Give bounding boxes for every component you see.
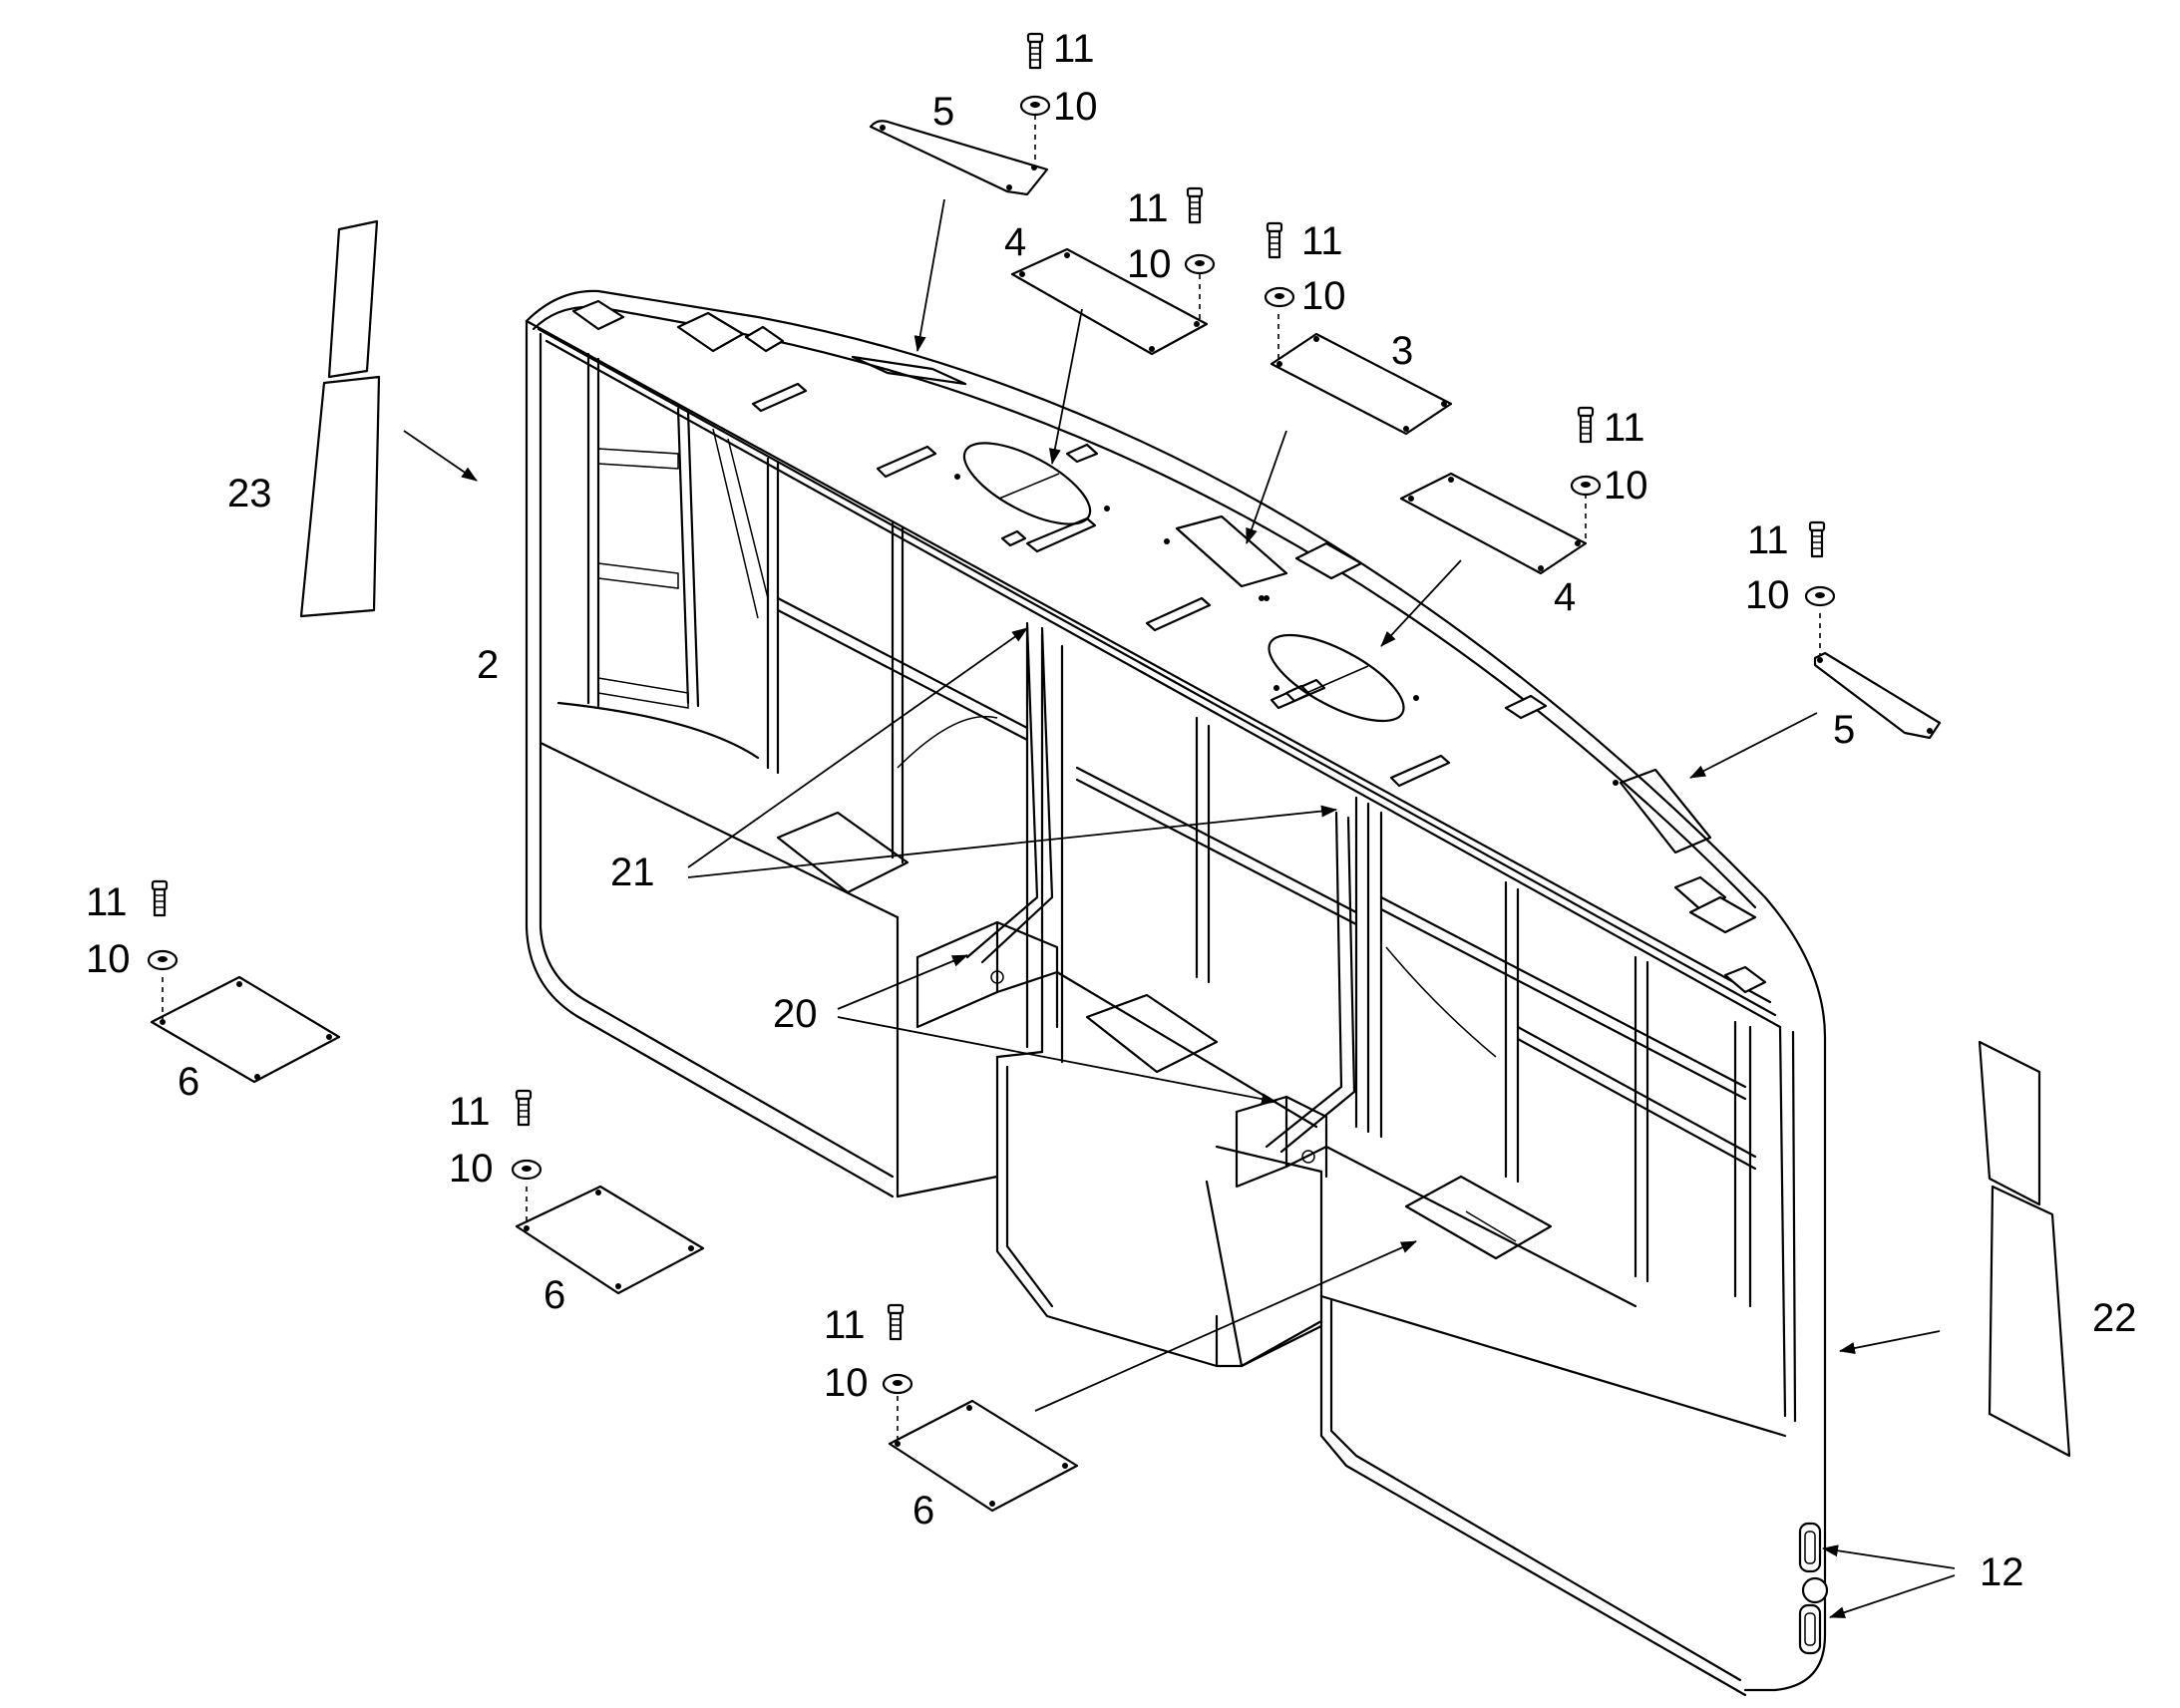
callout-11-g: 11	[449, 1090, 491, 1134]
callout-10-h: 10	[824, 1361, 869, 1405]
callout-10-c: 10	[1301, 274, 1346, 318]
callout-11-h: 11	[824, 1303, 866, 1347]
bolt-11-f	[151, 879, 169, 917]
callout-10-f: 10	[86, 937, 131, 981]
washer-10-c	[1264, 286, 1295, 308]
washer-10-h	[882, 1373, 913, 1395]
callout-23: 23	[227, 472, 272, 515]
bolt-11-h	[887, 1303, 905, 1341]
callout-6-middle: 6	[544, 1273, 565, 1317]
plate-5-top	[869, 115, 1049, 196]
callout-5-right: 5	[1833, 708, 1855, 752]
glass-panel-22	[1978, 1040, 2071, 1458]
plate-6-middle	[515, 1185, 705, 1295]
washer-10-g	[511, 1159, 543, 1181]
washer-10-f	[147, 949, 179, 971]
plate-3	[1270, 314, 1453, 436]
plate-6-bottom	[888, 1396, 1079, 1513]
callout-10-d: 10	[1604, 464, 1648, 508]
bolt-11-e	[1808, 520, 1826, 558]
leader-lines	[403, 198, 1956, 1618]
callout-11-d: 11	[1604, 406, 1645, 450]
bolt-11-b	[1186, 186, 1204, 224]
plate-4-upper	[1010, 247, 1209, 356]
plate-5-right	[1813, 613, 1942, 740]
cab-body	[525, 289, 1829, 1697]
bolt-11-a	[1026, 32, 1044, 70]
callout-10-b: 10	[1127, 242, 1172, 286]
callout-11-f: 11	[86, 880, 128, 924]
glass-panel-23	[299, 219, 381, 618]
callout-10-e: 10	[1745, 573, 1790, 617]
callout-2: 2	[477, 643, 499, 687]
callout-12: 12	[1980, 1550, 2024, 1594]
callout-4-lower: 4	[1554, 575, 1576, 619]
washer-10-a	[1019, 95, 1051, 117]
callout-21: 21	[610, 851, 655, 894]
plate-4-lower	[1399, 472, 1588, 575]
washer-10-b	[1184, 253, 1216, 275]
callout-11-a: 11	[1053, 27, 1095, 71]
callout-6-left: 6	[178, 1060, 199, 1104]
plate-6-left	[150, 975, 341, 1084]
callout-11-c: 11	[1301, 219, 1343, 263]
callout-3: 3	[1391, 329, 1413, 373]
callout-11-e: 11	[1747, 518, 1789, 562]
callout-labels: 11 10 5 11 10 4 11 10 3 11 10 4 11 10 5 …	[86, 27, 2137, 1594]
washer-10-d	[1570, 475, 1602, 497]
callout-5-top: 5	[932, 90, 954, 134]
callout-10-a: 10	[1053, 85, 1098, 129]
washer-10-e	[1804, 585, 1836, 607]
callout-22: 22	[2092, 1296, 2137, 1340]
bolt-11-c	[1266, 221, 1283, 259]
bolt-11-d	[1577, 406, 1595, 444]
callout-11-b: 11	[1127, 186, 1169, 230]
callout-4-upper: 4	[1004, 220, 1026, 264]
callout-10-g: 10	[449, 1147, 494, 1191]
bolt-11-g	[515, 1089, 533, 1127]
callout-6-bottom: 6	[912, 1489, 934, 1533]
callout-20: 20	[773, 992, 818, 1036]
